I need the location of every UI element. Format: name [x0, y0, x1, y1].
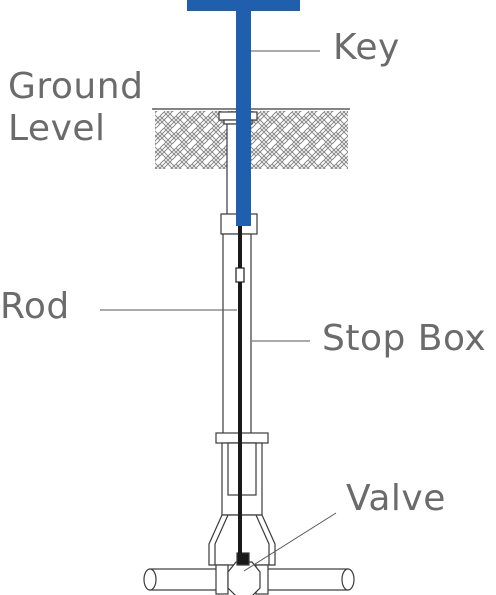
ground-level-label: Ground Level [8, 66, 143, 151]
rod [235, 226, 245, 556]
ground-level-label-line2: Level [8, 108, 106, 150]
valve-body [227, 552, 261, 595]
stop-box-label: Stop Box [322, 318, 487, 359]
ground-level-label-line1: Ground [8, 66, 144, 107]
key [187, 0, 300, 226]
leader-valve [243, 512, 337, 572]
leader-lines [100, 50, 337, 572]
valve-label: Valve [346, 478, 446, 519]
pipe [143, 564, 355, 595]
rod-label: Rod [0, 286, 70, 327]
key-label: Key [333, 27, 400, 68]
